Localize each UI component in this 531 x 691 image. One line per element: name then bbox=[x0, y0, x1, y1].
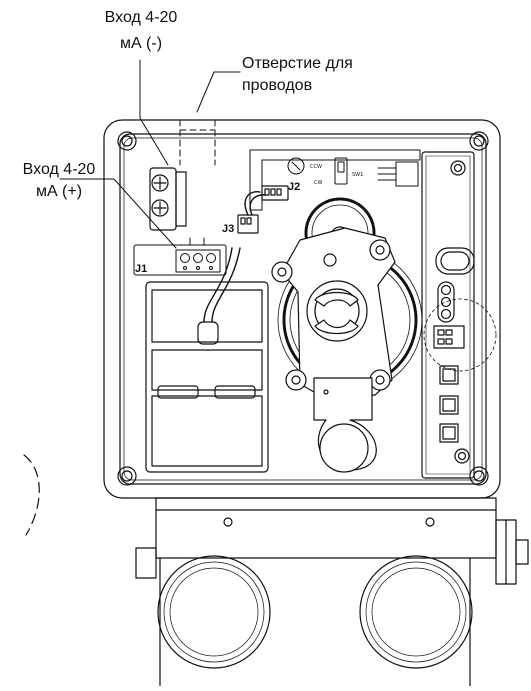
tag-cw: CW bbox=[314, 180, 322, 186]
connector-j3 bbox=[237, 214, 259, 234]
label-input-plus: Вход 4-20 мА (+) bbox=[4, 160, 114, 202]
tag-j3: J3 bbox=[222, 223, 234, 235]
label-input-plus-line2: мА (+) bbox=[35, 183, 83, 200]
leader-lines bbox=[59, 59, 241, 249]
tag-j2: J2 bbox=[288, 181, 300, 193]
label-input-minus-line1: Вход 4-20 bbox=[104, 9, 178, 26]
tag-ccw: CCW bbox=[310, 164, 322, 170]
enclosure-inner-2 bbox=[123, 137, 483, 481]
lower-housing bbox=[135, 497, 529, 585]
corner-bolt-tr bbox=[469, 131, 489, 151]
button-1 bbox=[439, 365, 459, 385]
wires bbox=[203, 191, 267, 323]
button-2 bbox=[439, 395, 459, 415]
slot-button bbox=[435, 247, 475, 275]
connector-j2 bbox=[261, 185, 289, 201]
enclosure-inner bbox=[119, 133, 487, 485]
corner-bolt-bl bbox=[117, 466, 137, 486]
lower-cam bbox=[313, 377, 377, 473]
right-panel bbox=[421, 151, 497, 479]
top-right-board bbox=[249, 149, 421, 211]
tag-j1: J1 bbox=[135, 263, 147, 275]
wire-hole-outline bbox=[179, 119, 216, 166]
leader-input-plus bbox=[59, 178, 177, 249]
label-input-plus-line1: Вход 4-20 bbox=[22, 161, 96, 178]
leader-input-minus bbox=[139, 59, 169, 166]
centre-cam bbox=[306, 280, 368, 342]
label-input-minus-line2: мА (-) bbox=[119, 35, 163, 52]
button-3 bbox=[439, 423, 459, 443]
left-dashed-arc bbox=[23, 454, 40, 536]
label-wire-hole-line1: Отверстие для bbox=[242, 55, 353, 72]
tag-sw1: SW1 bbox=[352, 172, 363, 178]
sw1-switch bbox=[334, 157, 348, 185]
bottom-ports bbox=[157, 555, 473, 687]
left-board bbox=[133, 237, 227, 276]
battery-module bbox=[145, 281, 269, 473]
corner-bolt-tl bbox=[117, 131, 137, 151]
terminal-block-input bbox=[149, 167, 187, 231]
label-input-minus: Вход 4-20 мА (-) bbox=[86, 8, 196, 54]
leader-wire-hole bbox=[196, 71, 241, 113]
label-wire-hole-line2: проводов bbox=[242, 77, 313, 94]
dip-switch bbox=[433, 325, 465, 349]
label-wire-hole: Отверстие для проводов bbox=[242, 54, 392, 96]
